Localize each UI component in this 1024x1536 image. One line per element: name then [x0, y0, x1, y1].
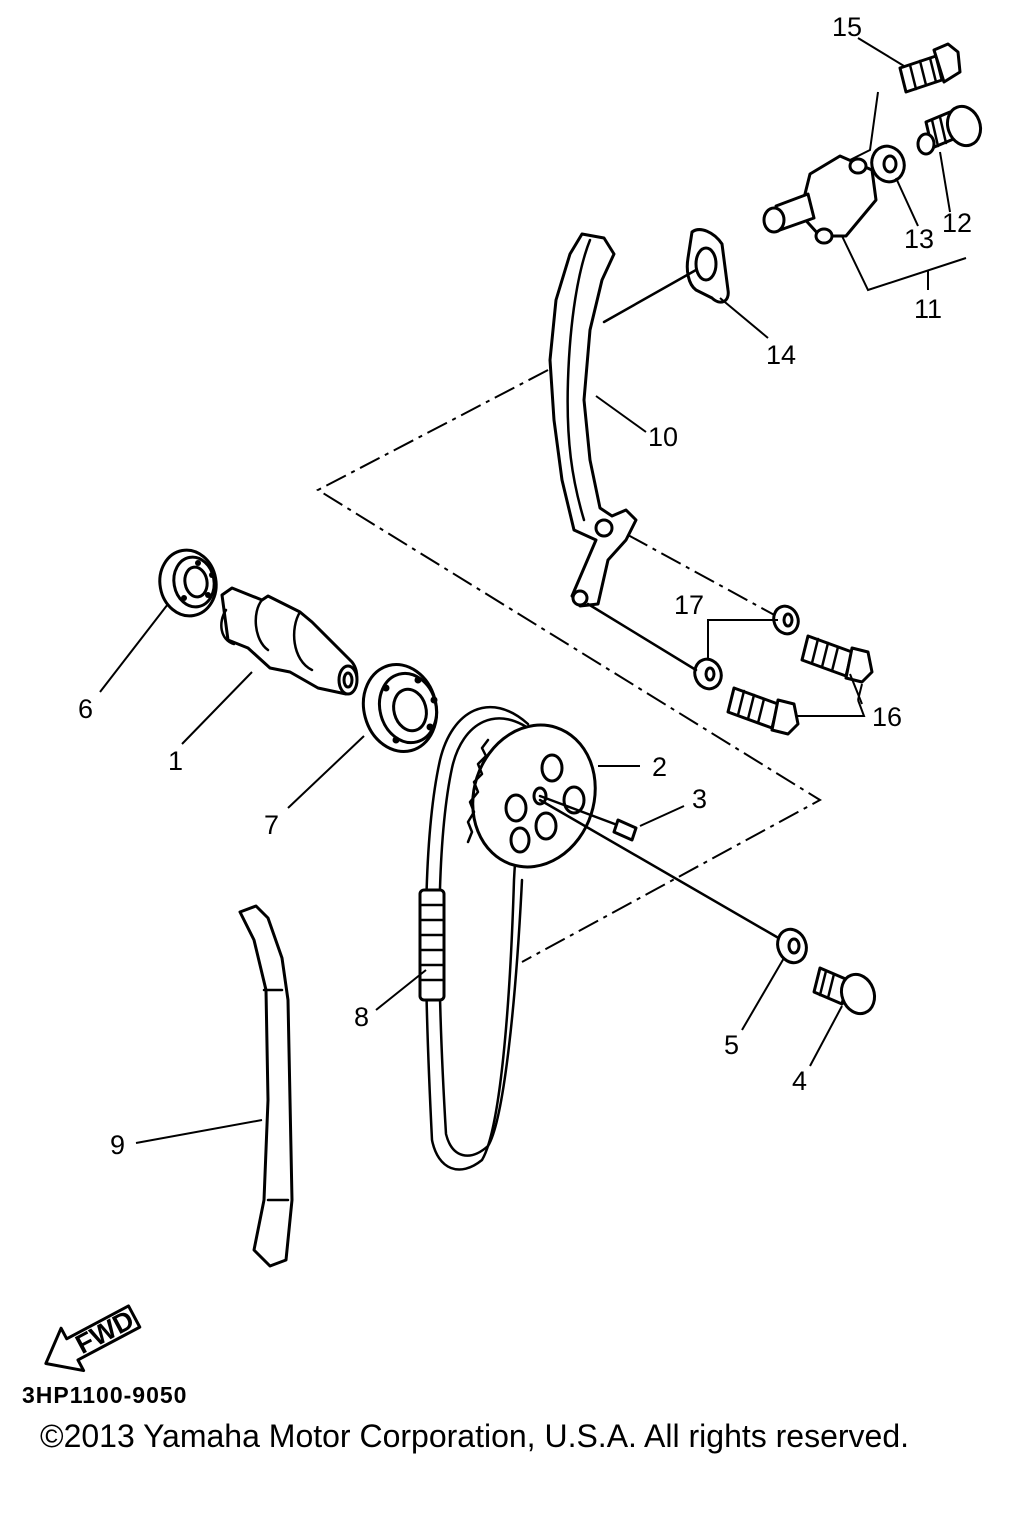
guide-washer-lower[interactable] [586, 602, 725, 693]
chain-guide-intake[interactable] [238, 904, 294, 1268]
sprocket-washer[interactable] [538, 798, 811, 967]
guide-bolt-lower[interactable] [726, 686, 800, 736]
cam-chain-tensioner[interactable] [762, 154, 878, 245]
callout-3: 3 [692, 784, 707, 814]
callout-11: 11 [914, 294, 942, 324]
callout-16: 16 [872, 702, 902, 732]
fwd-label: FWD [71, 1304, 139, 1359]
callout-14: 14 [766, 340, 796, 370]
cam-sprocket[interactable] [455, 709, 614, 883]
callout-12: 12 [942, 208, 972, 238]
leader-lines [99, 37, 967, 1144]
cam-chain[interactable] [418, 706, 542, 1171]
dowel-pin[interactable] [538, 794, 638, 842]
callout-4: 4 [792, 1066, 807, 1096]
diagram-code: 3HP1100-9050 [22, 1382, 188, 1408]
callout-9: 9 [110, 1130, 125, 1160]
tensioner-bolt[interactable] [898, 42, 962, 94]
tensioner-cap-bolt[interactable] [916, 102, 986, 156]
callout-13: 13 [904, 224, 934, 254]
guide-washer-upper[interactable] [770, 603, 802, 638]
copyright-notice: ©2013 Yamaha Motor Corporation, U.S.A. A… [40, 1418, 910, 1454]
callout-15: 15 [832, 12, 862, 42]
callout-17: 17 [674, 590, 704, 620]
bearing-6[interactable] [155, 546, 222, 621]
callout-6: 6 [78, 694, 93, 724]
callout-8: 8 [354, 1002, 369, 1032]
callout-7: 7 [264, 810, 279, 840]
callout-numbers: 1 2 3 4 5 6 7 8 9 10 11 12 13 14 15 16 1… [78, 12, 972, 1160]
tensioner-washer[interactable] [867, 142, 909, 187]
reference-lines [315, 369, 822, 963]
camshaft[interactable] [220, 586, 359, 696]
tensioner-gasket[interactable] [602, 228, 730, 324]
callout-5: 5 [724, 1030, 739, 1060]
callout-2: 2 [652, 752, 667, 782]
callout-1: 1 [168, 746, 183, 776]
guide-bolt-upper[interactable] [800, 634, 874, 684]
chain-guide-exhaust[interactable] [548, 232, 638, 608]
callout-10: 10 [648, 422, 678, 452]
bearing-7[interactable] [354, 656, 446, 760]
sprocket-bolt[interactable] [812, 966, 880, 1018]
fwd-arrow-icon: FWD [44, 1304, 142, 1373]
